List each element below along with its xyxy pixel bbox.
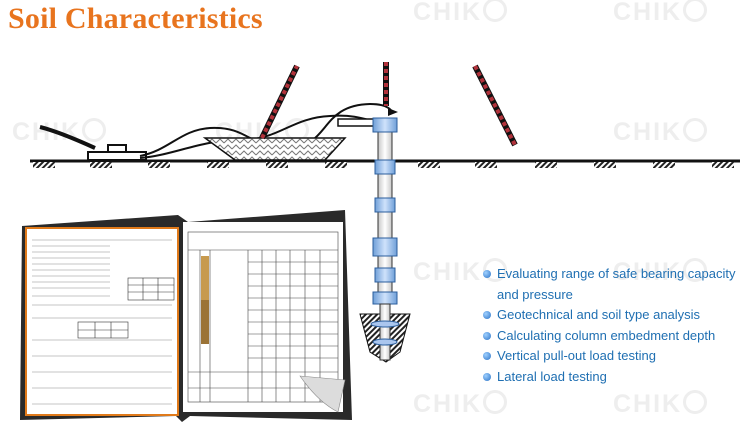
bullet-icon — [483, 373, 491, 381]
list-item: Geotechnical and soil type analysis — [483, 305, 745, 326]
bullet-icon — [483, 332, 491, 340]
list-item: Lateral load testing — [483, 367, 745, 388]
list-item: Calculating column embedment depth — [483, 326, 745, 347]
report-book — [20, 210, 352, 422]
hydraulic-pump — [40, 127, 146, 160]
feature-list: Evaluating range of safe bearing capacit… — [483, 264, 745, 387]
arrow-head — [388, 108, 398, 116]
list-item: Vertical pull-out load testing — [483, 346, 745, 367]
helical-pile — [360, 118, 410, 362]
list-item: Evaluating range of safe bearing capacit… — [483, 264, 745, 305]
bullet-icon — [483, 311, 491, 319]
reaction-pad — [205, 138, 345, 160]
bullet-icon — [483, 270, 491, 278]
bullet-icon — [483, 352, 491, 360]
